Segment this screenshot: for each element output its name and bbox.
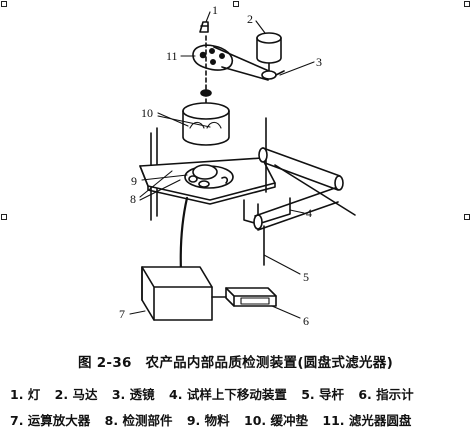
callout-1: 1 <box>212 3 218 17</box>
crop-mark-mid-right <box>464 214 470 220</box>
motor-drawing <box>256 32 282 74</box>
indicator-meter-drawing <box>225 287 277 307</box>
legend-row-1: 1. 灯 2. 马达 3. 透镜 4. 试样上下移动装置 5. 导杆 6. 指示… <box>10 384 466 403</box>
filter-disc-drawing <box>192 44 285 81</box>
signal-cable <box>179 196 189 274</box>
callout-3: 3 <box>316 55 322 69</box>
callout-9: 9 <box>131 174 137 188</box>
callout-11: 11 <box>166 49 178 63</box>
legend-item: 5. 导杆 <box>301 387 344 402</box>
lamp-drawing <box>199 21 209 33</box>
callout-6: 6 <box>303 314 309 328</box>
legend-item: 9. 物料 <box>186 413 230 428</box>
legend-item: 8. 检测部件 <box>104 413 173 428</box>
lift-device-drawing <box>243 187 339 266</box>
legend-item: 4. 试样上下移动装置 <box>169 387 287 402</box>
figure-caption: 图 2-36 农产品内部品质检测装置(圆盘式滤光器) <box>77 355 394 371</box>
amplifier-box-drawing <box>141 266 213 321</box>
callout-5: 5 <box>303 270 309 284</box>
lens-drawing <box>200 89 212 97</box>
material-fruit-drawing <box>184 164 234 189</box>
legend-item: 3. 透镜 <box>111 387 155 402</box>
crop-mark-top-center <box>233 1 239 7</box>
right-guide-drawing <box>258 117 356 216</box>
cushion-cylinder-drawing <box>182 102 230 146</box>
callout-2: 2 <box>247 12 253 26</box>
callout-8: 8 <box>130 192 136 206</box>
crop-mark-mid-left <box>1 214 7 220</box>
crop-mark-top-right <box>464 1 470 7</box>
legend-item: 10. 缓冲垫 <box>244 413 309 428</box>
legend-item: 1. 灯 <box>10 387 41 402</box>
callout-10: 10 <box>141 106 153 120</box>
legend-item: 7. 运算放大器 <box>10 413 91 428</box>
legend-item: 11. 滤光器圆盘 <box>322 413 412 428</box>
leader-lines <box>129 11 315 319</box>
legend-row-2: 7. 运算放大器 8. 检测部件 9. 物料 10. 缓冲垫 11. 滤光器圆盘 <box>10 410 466 429</box>
legend-item: 6. 指示计 <box>358 387 414 402</box>
crop-mark-top-left <box>1 1 7 7</box>
legend-item: 2. 马达 <box>54 387 98 402</box>
callout-4: 4 <box>306 206 312 220</box>
callout-7: 7 <box>119 307 125 321</box>
